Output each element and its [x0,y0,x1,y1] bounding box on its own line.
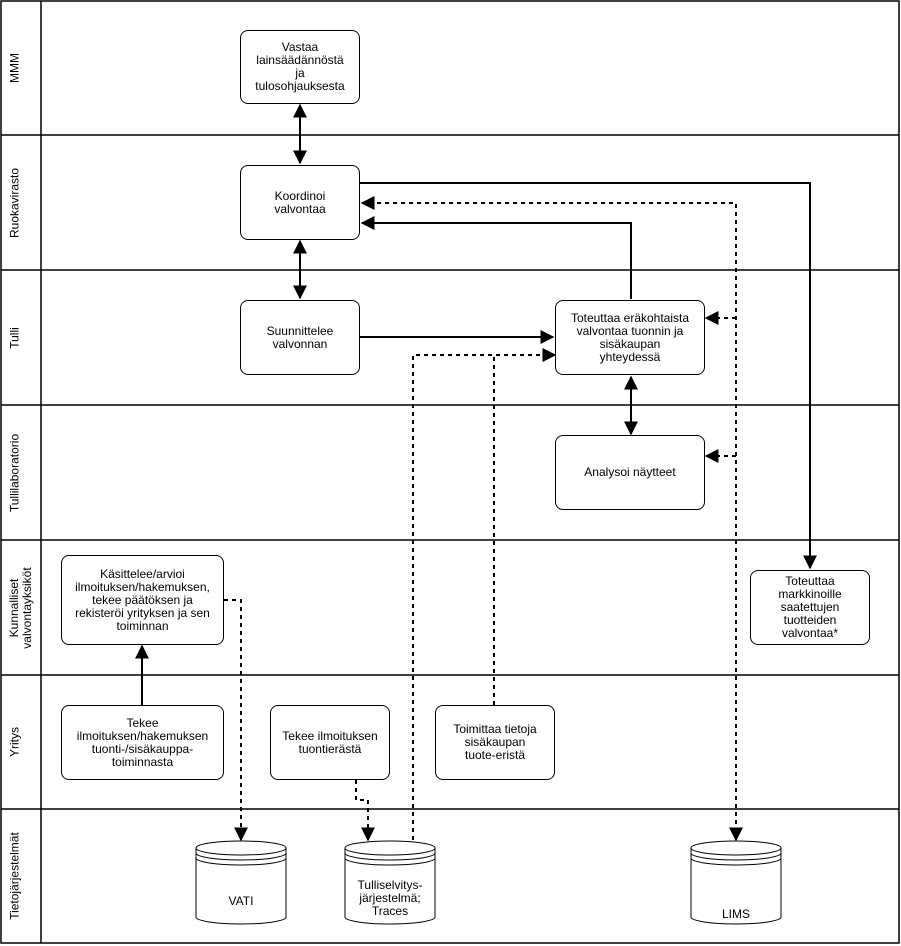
box-toimittaa: Toimittaa tietoja sisäkaupan tuote-erist… [435,705,555,780]
lane-label-mmm: MMM [7,53,22,83]
box-tekee-ilmoituksen-hakemuksen: Tekee ilmoituksen/hakemuksen tuonti-/sis… [61,705,224,780]
database-vati-icon [195,840,287,925]
database-label-lims: LIMS [721,907,750,921]
lane-label-tietojarjestelmat: Tietojärjestelmät [7,832,22,920]
box-toteuttaa-markkinoille: Toteuttaa markkinoille saatettujen tuott… [750,570,870,645]
box-tekee-ilmoituksen-tuonti: Tekee ilmoituksen tuontierästä [270,705,390,780]
box-kasittelee: Käsittelee/arvioi ilmoituksen/hakemuksen… [61,555,224,645]
arrow-koordinoi-markkinoille [360,182,817,570]
arrow-toteuttaa-koordinoi [360,216,632,299]
box-koordinoi: Koordinoi valvontaa [240,165,360,240]
database-label-vati: VATI [228,894,254,908]
box-toteuttaa-era: Toteuttaa eräkohtaista valvontaa tuonnin… [555,300,705,375]
box-mmm-responsibility: Vastaa lainsäädännöstä ja tulosohjaukses… [240,30,360,104]
dashed-arrow-kasittelee-vati [224,599,248,842]
database-lims-icon [690,840,782,925]
box-suunnittelee: Suunnittelee valvonnan [240,300,360,375]
box-analysoi: Analysoi näytteet [555,435,705,510]
lane-label-kunnalliset: Kunnalliset valvontayksiköt [7,567,34,649]
database-label-tulliselvitys: Tulliselvitys- järjestelmä; Traces [357,878,423,918]
lane-label-ruokavirasto: Ruokavirasto [7,167,22,239]
lane-label-tullilaboratorio: Tullilaboratorio [7,433,22,513]
lane-label-tulli: Tulli [7,327,22,349]
dashed-arrow-tuonti-tulliselvitys [355,780,375,842]
lane-label-yritys: Yritys [7,727,22,757]
database-tulliselvitys-icon [344,840,436,925]
